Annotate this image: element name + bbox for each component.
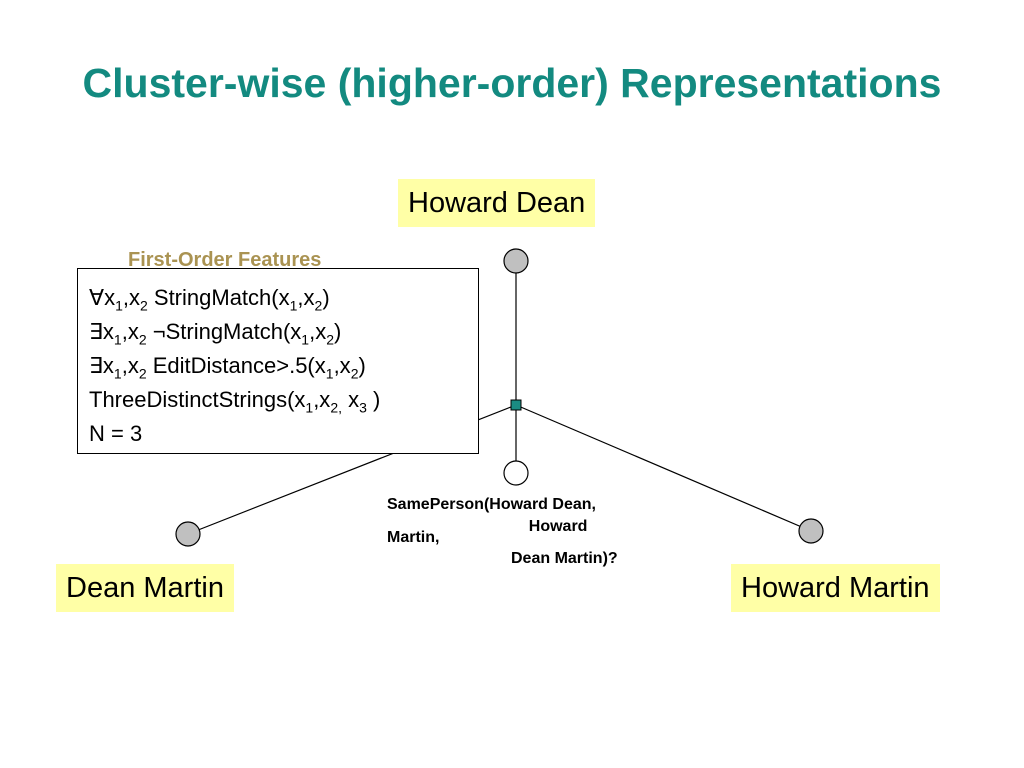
- features-box: ∀x1,x2 StringMatch(x1,x2) ∃x1,x2 ¬String…: [77, 268, 479, 454]
- forall-symbol: ∀: [89, 285, 105, 310]
- top-name-box: Howard Dean: [398, 179, 596, 227]
- right-name-box: Howard Martin: [731, 564, 940, 612]
- top-variable-node: [503, 248, 529, 274]
- features-title: First-Order Features: [128, 249, 322, 271]
- right-variable-node: [798, 518, 824, 544]
- factor-node: [510, 399, 522, 411]
- feature-line-4: ThreeDistinctStrings(x1,x2, x3 ): [89, 387, 381, 416]
- left-name-box: Dean Martin: [56, 564, 234, 612]
- edge-factor-to-right: [515, 404, 812, 532]
- query-line-1: SamePerson(Howard Dean,: [387, 496, 596, 513]
- query-line-2: Martin,: [387, 529, 440, 546]
- feature-line-2: ∃x1,x2 ¬StringMatch(x1,x2): [89, 319, 342, 348]
- feature-line-1: ∀x1,x2 StringMatch(x1,x2): [89, 285, 330, 314]
- feature-line-3: ∃x1,x2 EditDistance>.5(x1,x2): [89, 353, 366, 382]
- bottom-center-node: [503, 460, 529, 486]
- query-line-3: Howard: [511, 518, 588, 535]
- exists-symbol: ∃: [89, 319, 103, 344]
- exists-symbol: ∃: [89, 353, 103, 378]
- feature-line-5: N = 3: [89, 421, 143, 446]
- page-title: Cluster-wise (higher-order) Representati…: [82, 60, 942, 106]
- query-line-4: Dean Martin)?: [511, 550, 618, 567]
- left-variable-node: [175, 521, 201, 547]
